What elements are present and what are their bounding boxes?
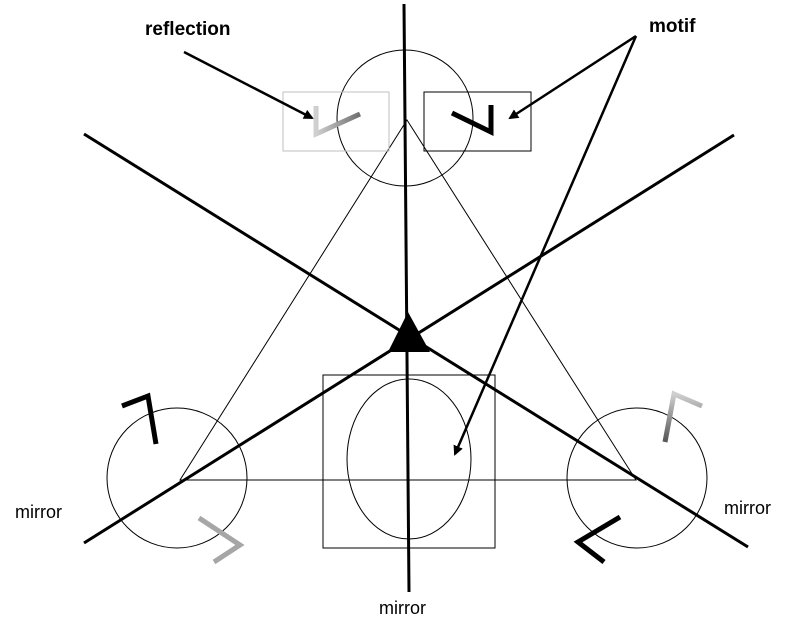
motif-arrow-to-ellipse: [453, 35, 638, 456]
motif-left: [121, 392, 159, 445]
right-circle: [566, 407, 708, 549]
reflection-label: reflection: [145, 19, 231, 40]
reflected-motif-right: [662, 390, 703, 443]
reflection-arrow: [183, 50, 314, 120]
motif-label: motif: [649, 16, 696, 37]
motif-top: [450, 105, 494, 136]
left-circle: [106, 407, 248, 549]
mirror-label-bottom: mirror: [379, 598, 426, 618]
motif-right: [573, 514, 622, 564]
mirror-line-vertical: [402, 3, 411, 593]
rotation-axis-triangle: [388, 312, 430, 352]
motif-box: [423, 91, 532, 152]
reflection-box: [282, 91, 390, 152]
reflected-motif-left: [197, 515, 245, 565]
motif-arrow-to-box: [508, 34, 637, 120]
mirror-label-right: mirror: [724, 498, 771, 518]
reflected-motif-top: [313, 106, 362, 138]
mirror-label-left: mirror: [15, 502, 62, 522]
